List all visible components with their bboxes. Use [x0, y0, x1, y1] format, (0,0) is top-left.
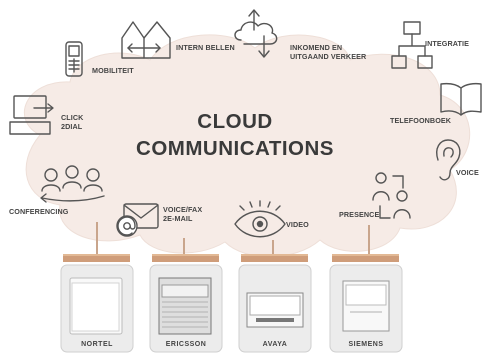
server-box-avaya: [238, 264, 312, 353]
server-box-siemens: [329, 264, 403, 353]
eye-icon: [234, 200, 286, 238]
brand-label-ericsson: ERICSSON: [165, 341, 207, 348]
label-voice: VOICE: [456, 168, 479, 177]
label-intern-bellen: INTERN BELLEN: [176, 43, 235, 52]
cloud-shape: [23, 34, 471, 258]
houses-icon: [121, 21, 171, 59]
people-icon: [40, 165, 105, 203]
label-inkomend: INKOMEND EN UITGAAND VERKEER: [290, 43, 367, 61]
ear-icon: [436, 139, 461, 181]
server-box-nortel: [60, 264, 134, 353]
label-presence: PRESENCE: [339, 210, 380, 219]
cloud-arrows-icon: [234, 9, 278, 58]
email-icon: [116, 203, 159, 237]
org-chart-icon: [391, 21, 433, 69]
label-click2dial: CLICK 2DIAL: [61, 113, 84, 131]
label-telefoonboek: TELEFOONBOEK: [390, 116, 452, 125]
diagram-title: CLOUD COMMUNICATIONS: [136, 110, 334, 160]
label-voice-fax: VOICE/FAX 2E-MAIL: [163, 205, 203, 223]
mobile-phone-icon: [65, 41, 83, 77]
connector-lines: [96, 222, 370, 254]
presence-icon: [372, 172, 411, 219]
label-integratie: INTEGRATIE: [425, 39, 469, 48]
brand-label-avaya: AVAYA: [262, 341, 288, 348]
label-conferencing: CONFERENCING: [9, 207, 69, 216]
computer-icon: [9, 95, 54, 135]
planks: [63, 254, 399, 262]
label-mobiliteit: MOBILITEIT: [92, 66, 134, 75]
book-icon: [440, 82, 482, 116]
label-video: VIDEO: [286, 220, 309, 229]
brand-label-nortel: NORTEL: [81, 341, 113, 348]
brand-label-siemens: SIEMENS: [348, 341, 384, 348]
server-box-ericsson: [149, 264, 223, 353]
